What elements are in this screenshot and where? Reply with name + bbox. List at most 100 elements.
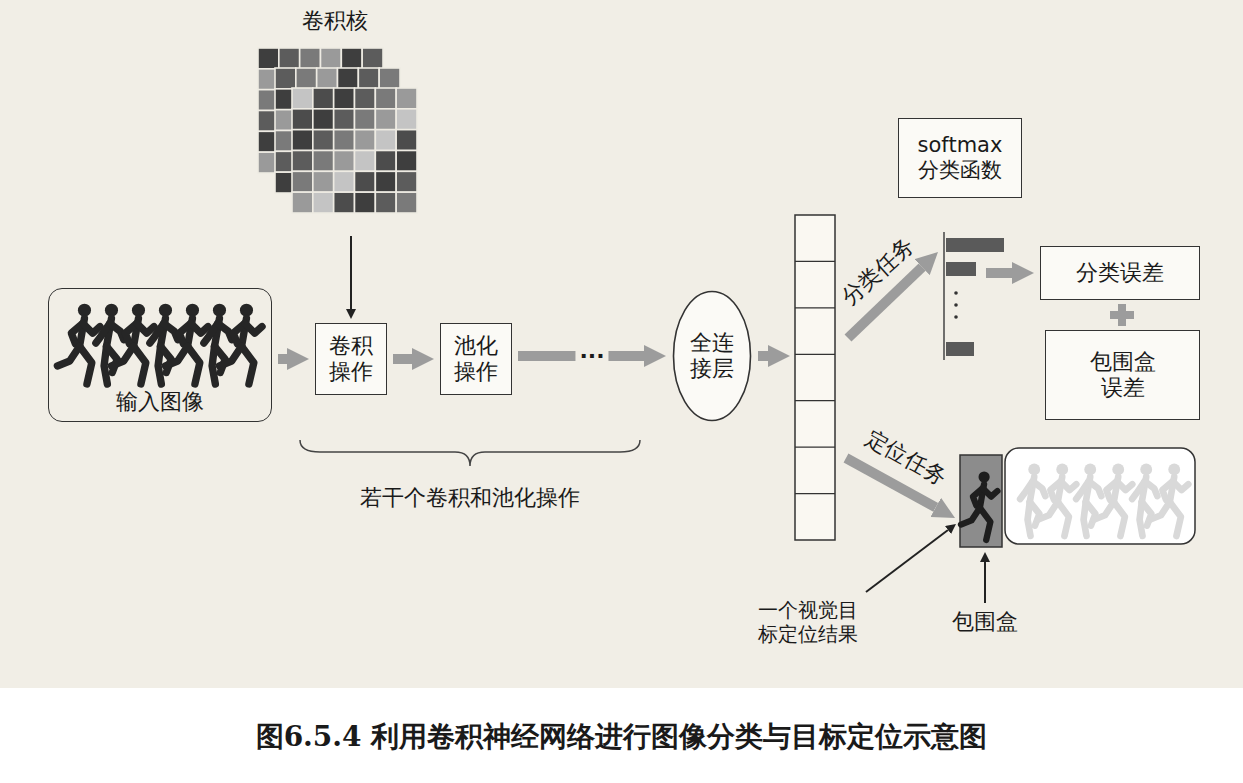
kernel-cell xyxy=(334,171,355,192)
kernel-cell xyxy=(355,130,376,151)
runner-limb xyxy=(218,323,232,339)
kernel-cell xyxy=(334,88,355,109)
kernel-label-area: 卷积核 xyxy=(250,0,420,232)
kernel-cell xyxy=(313,109,334,130)
vector-cell-line xyxy=(795,493,835,494)
figure-background xyxy=(0,0,1243,688)
vector-cell-line xyxy=(795,447,835,448)
kernel-cell xyxy=(292,192,313,213)
callout-label: 包围盒 xyxy=(952,609,1018,635)
kernel-cell xyxy=(396,130,417,151)
runner-limb xyxy=(164,323,178,339)
kernel-cell xyxy=(317,68,338,89)
runner-limb xyxy=(1058,502,1069,536)
runner-limb xyxy=(188,346,200,384)
kernel-cell xyxy=(396,88,417,109)
runner-figure xyxy=(1150,463,1188,536)
kernel-cell xyxy=(375,109,396,130)
node-text: 全连接层 xyxy=(689,330,735,383)
connector-arrow xyxy=(393,354,412,364)
feature-vector xyxy=(795,215,835,540)
kernel-cell xyxy=(341,48,362,69)
runner-limb xyxy=(111,346,133,366)
ellipse-shape xyxy=(674,292,751,421)
runner-limb xyxy=(245,323,262,333)
node-text: 池化操作 xyxy=(453,333,499,386)
runner-limb xyxy=(1170,502,1181,536)
runner-figure xyxy=(204,304,232,384)
runner-limb xyxy=(961,508,980,525)
runner-limb xyxy=(1173,481,1189,490)
kernel-cell xyxy=(362,48,383,69)
node-text: 输入图像 xyxy=(116,389,204,415)
kernel-cell xyxy=(292,151,313,172)
kernel-cell xyxy=(375,192,396,213)
runner-limb xyxy=(1145,481,1158,496)
runner-figure xyxy=(1038,463,1076,536)
kernel-cell xyxy=(313,130,334,151)
runner-limb xyxy=(165,346,187,366)
runner-limb xyxy=(980,508,991,540)
fc-layer-ellipse: 全连接层 xyxy=(672,290,752,422)
kernel-cell xyxy=(334,151,355,172)
kernel-cell xyxy=(334,109,355,130)
kernel-cell xyxy=(375,130,396,151)
process-box: 池化操作 xyxy=(440,323,512,395)
connector-arrow xyxy=(350,236,352,309)
softmax-bars xyxy=(944,232,1004,360)
input-image-box: 输入图像 xyxy=(48,288,272,422)
kernel-grid xyxy=(258,48,383,173)
runner-figure xyxy=(961,471,997,540)
error-box: 包围盒误差 xyxy=(1045,330,1200,420)
kernel-cell xyxy=(313,171,334,192)
vector-column xyxy=(795,215,835,540)
runner-figure xyxy=(1020,463,1045,536)
leader-line xyxy=(866,530,948,592)
runner-limb xyxy=(983,488,998,496)
runner-figure xyxy=(96,304,124,384)
runner-limb xyxy=(1061,481,1077,490)
kernel-cell xyxy=(396,171,417,192)
vector-cell-line xyxy=(795,354,835,355)
node-text: 卷积核 xyxy=(302,8,368,34)
node-text: 分类误差 xyxy=(1076,260,1164,286)
runner-limb xyxy=(242,346,254,384)
plus-symbol xyxy=(1110,304,1134,326)
runner-limb xyxy=(1094,502,1114,520)
connector-arrow xyxy=(278,354,287,364)
task-label: 定位任务 xyxy=(861,425,951,491)
bounding-box xyxy=(960,455,1002,547)
kernel-cell xyxy=(375,88,396,109)
figure-caption: 图6.5.4 利用卷积神经网络进行图像分类与目标定位示意图 xyxy=(0,720,1243,754)
edge-label: ··· xyxy=(575,343,608,369)
ellipsis-dot xyxy=(954,315,958,319)
kernel-cell xyxy=(300,48,321,69)
leader-line xyxy=(984,562,986,603)
kernel-cell xyxy=(355,151,376,172)
runner-figure xyxy=(1076,463,1101,536)
ellipsis-dot xyxy=(954,291,958,295)
kernel-cell xyxy=(292,171,313,192)
kernel-cell xyxy=(355,192,376,213)
kernel-cell xyxy=(355,88,376,109)
kernel-cell xyxy=(313,192,334,213)
kernel-cell xyxy=(334,130,355,151)
runner-limb xyxy=(1114,502,1125,536)
vector-cell-line xyxy=(795,307,835,308)
runner-limb xyxy=(219,346,241,366)
probability-bar xyxy=(946,262,976,276)
kernel-cell xyxy=(292,109,313,130)
kernel-cell xyxy=(358,68,379,89)
runner-limb xyxy=(1089,481,1102,496)
runner-limb xyxy=(1150,502,1170,520)
kernel-grid xyxy=(275,68,400,193)
kernel-cell xyxy=(379,68,400,89)
kernel-cell xyxy=(296,68,317,89)
runner-figure xyxy=(1132,463,1157,536)
kernel-cell xyxy=(258,48,279,69)
callout-label: 一个视觉目标定位结果 xyxy=(756,598,860,646)
process-box: 卷积操作 xyxy=(315,323,387,395)
runner-figure xyxy=(150,304,178,384)
